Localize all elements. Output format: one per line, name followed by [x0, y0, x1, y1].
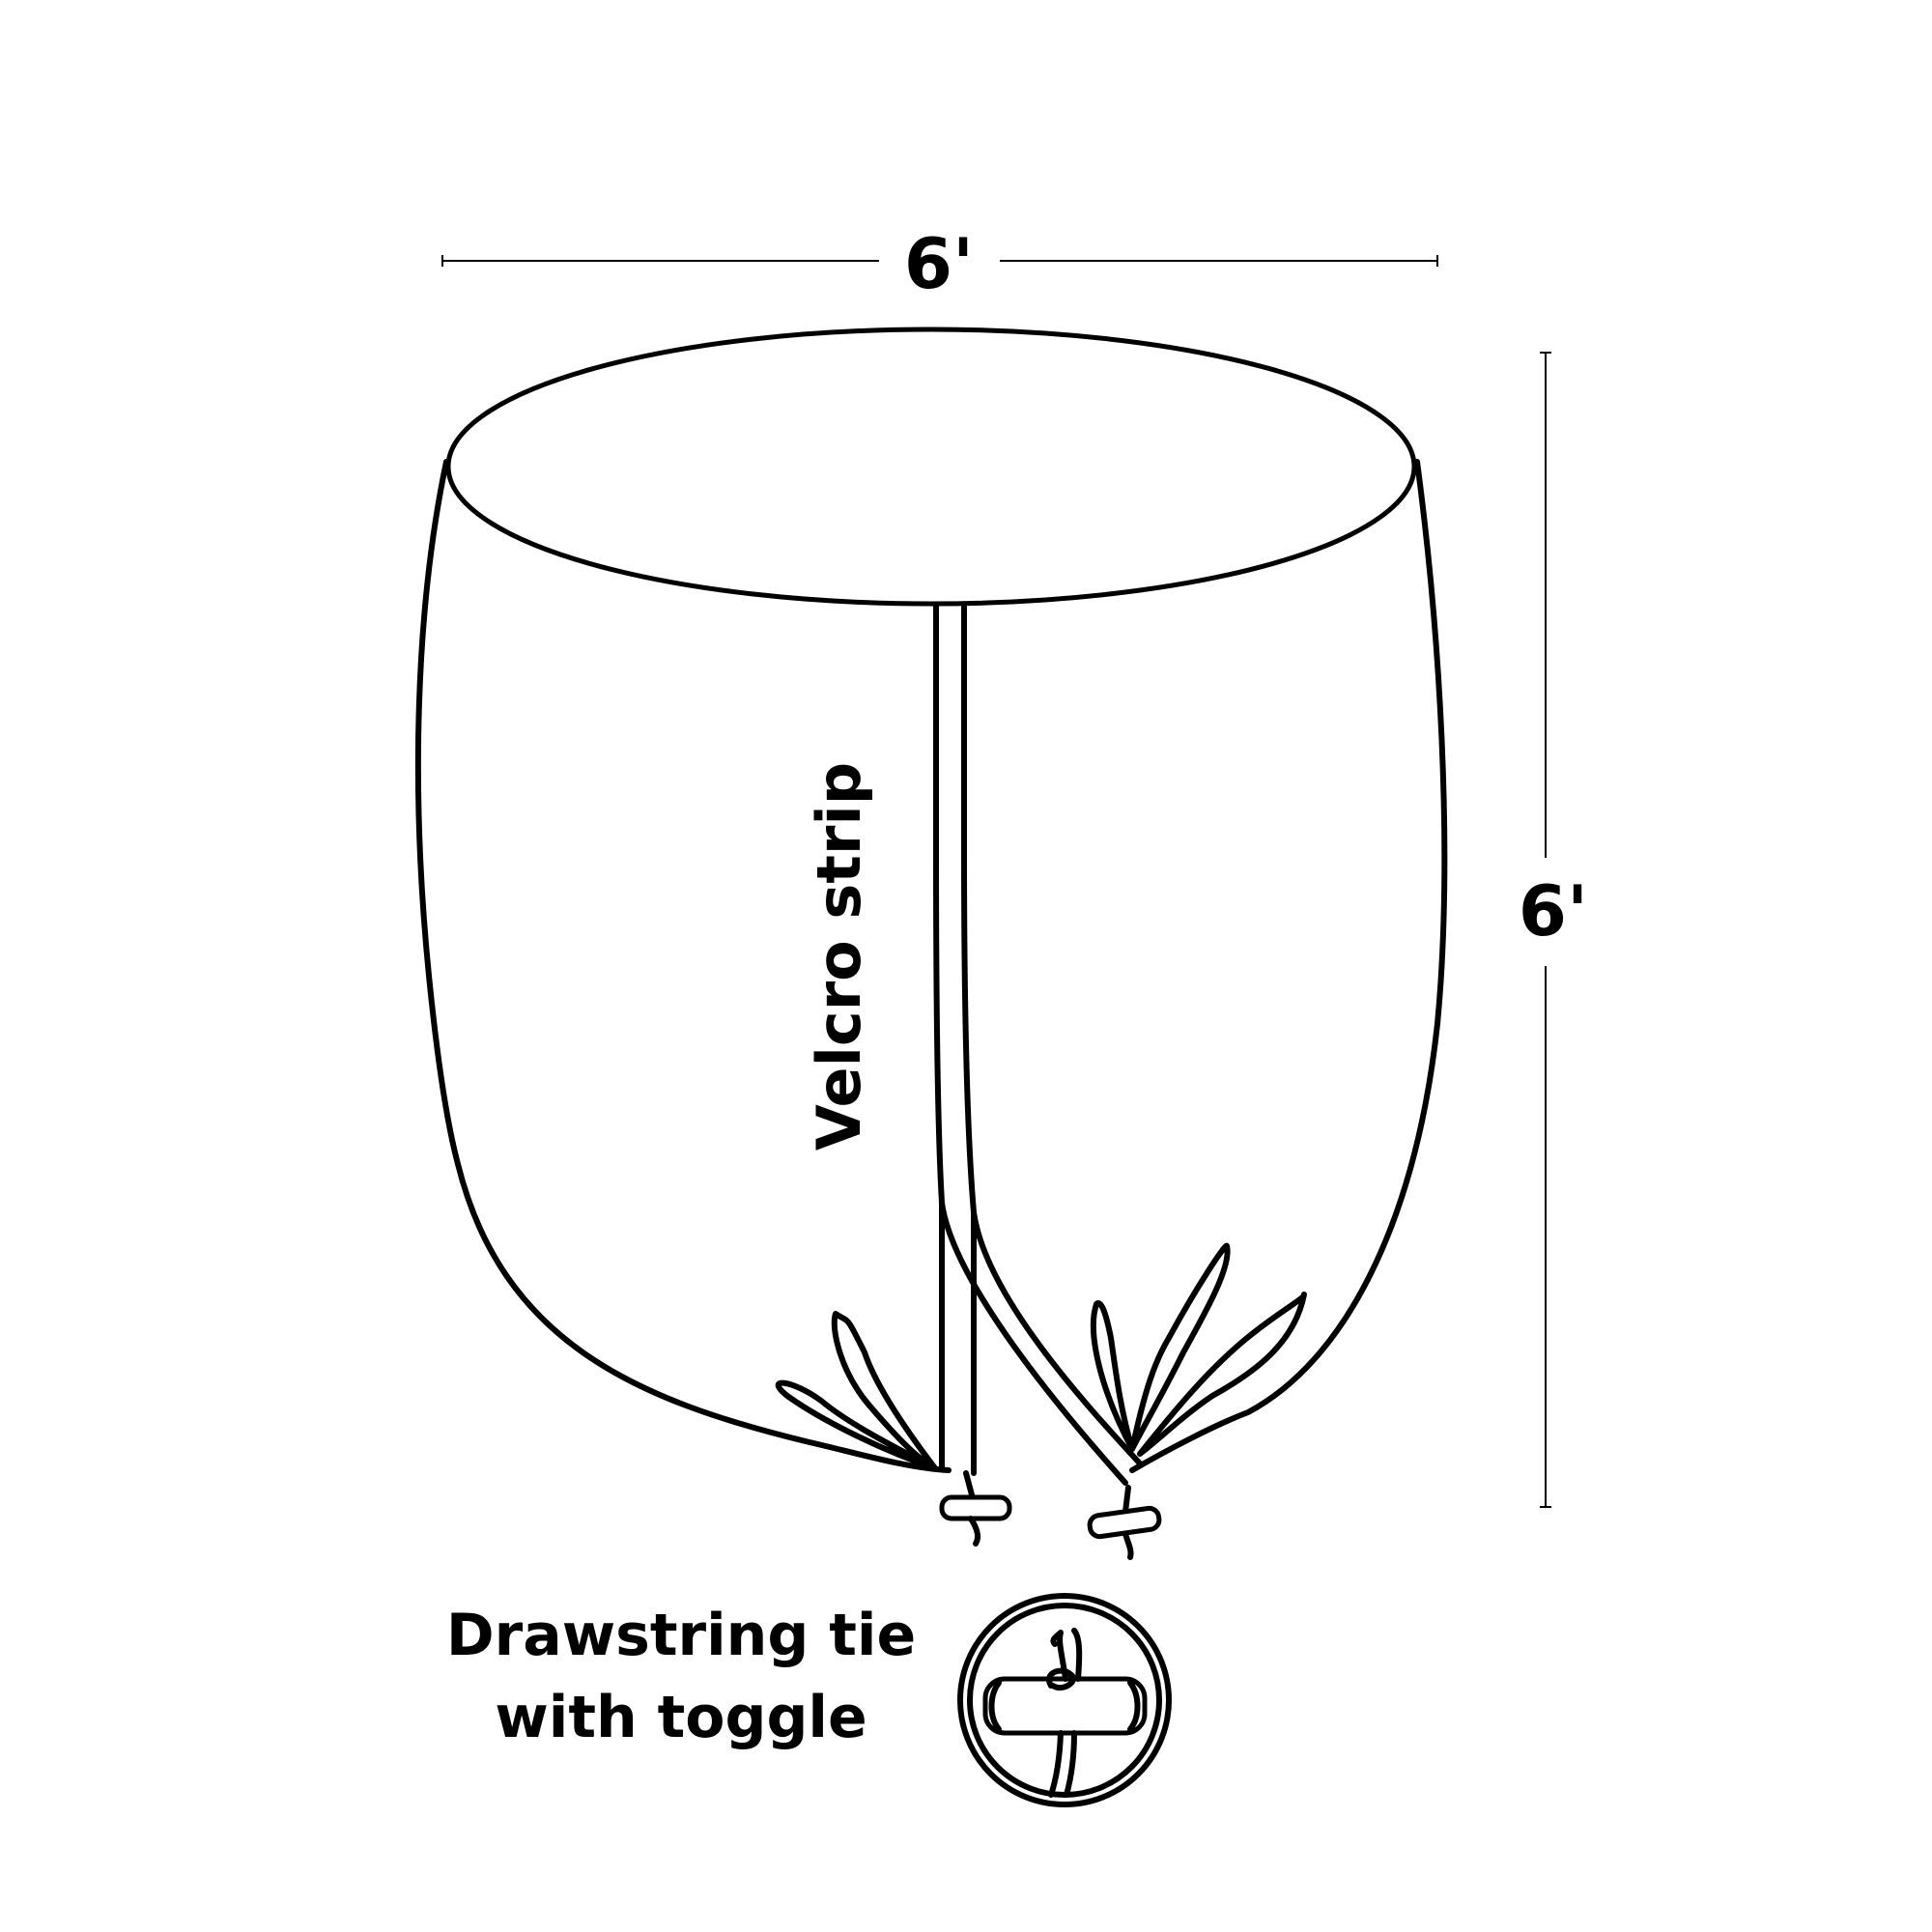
- fold-right-3: [1137, 1292, 1307, 1457]
- width-dimension: 6': [441, 223, 1438, 304]
- inset-cord-top-2: [1071, 1628, 1083, 1682]
- inset-barrel-end-right: [1127, 1680, 1141, 1732]
- cover-body-outline: [414, 459, 1448, 1473]
- fabric-folds-left: [775, 1311, 938, 1471]
- toggle-barrel-left: [939, 1494, 1012, 1521]
- cover-top-opening: [445, 327, 1417, 607]
- velcro-strip-flap-right: [971, 1209, 1143, 1466]
- inset-outer-ring: [957, 1593, 1172, 1807]
- fold-right-2: [1129, 1242, 1231, 1452]
- velcro-strip-left-edge: [933, 602, 945, 1471]
- inset-cord-bottom-right: [1064, 1730, 1077, 1798]
- drawstring-cord-right: [1122, 1485, 1131, 1515]
- inset-barrel-end-left: [988, 1680, 1002, 1732]
- drawstring-label-line2: with toggle: [495, 1684, 867, 1751]
- toggle-knot-right: [1122, 1531, 1134, 1560]
- inset-cord-knot: [1046, 1667, 1076, 1691]
- width-dimension-label: 6': [904, 223, 974, 304]
- inset-cord-bottom-left: [1048, 1730, 1064, 1798]
- fold-right-1: [1090, 1300, 1135, 1452]
- fold-left-2: [775, 1379, 938, 1471]
- plant-cover: [414, 327, 1448, 1486]
- drawstring-label-line1: Drawstring tie: [446, 1602, 916, 1669]
- fabric-folds-right: [1090, 1242, 1307, 1457]
- height-dimension-label: 6': [1519, 870, 1588, 952]
- toggle-detail-inset: [957, 1593, 1172, 1807]
- velcro-strip-flap-left: [939, 1200, 1128, 1486]
- drawstring-toggle-right: [1087, 1485, 1162, 1560]
- velcro-strip-right-edge: [961, 602, 977, 1476]
- drawstring-toggle-left: [939, 1470, 1012, 1547]
- toggle-knot-left: [968, 1516, 981, 1547]
- fold-left-1: [831, 1311, 938, 1471]
- velcro-strip-label: Velcro strip: [804, 762, 874, 1151]
- inset-cord-top: [1050, 1630, 1068, 1682]
- height-dimension: 6': [1519, 352, 1588, 1508]
